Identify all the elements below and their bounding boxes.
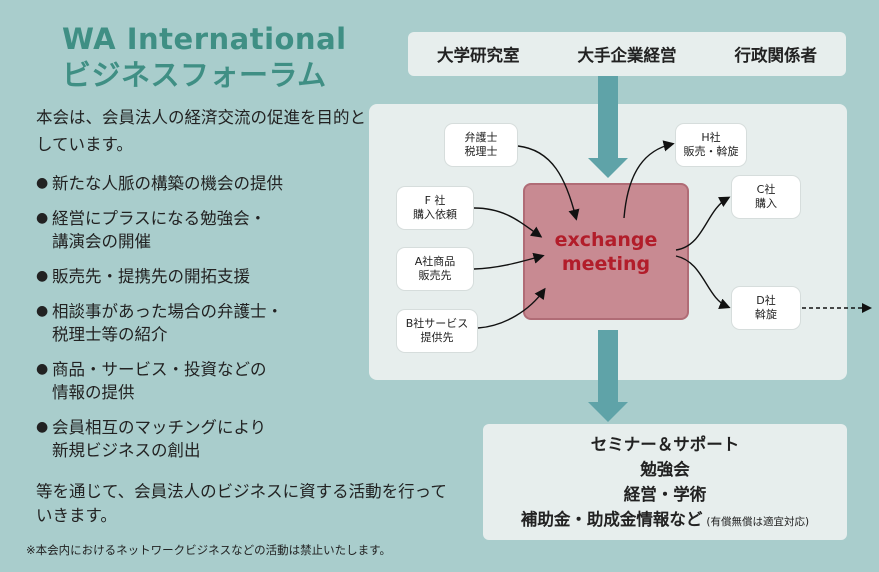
- arrow-a-to-core: [473, 252, 545, 270]
- node-label: 販売・斡旋: [683, 145, 739, 158]
- participants-box: 大学研究室 大手企業経営 行政関係者: [408, 32, 846, 76]
- node-label: 販売先: [418, 269, 452, 282]
- exchange-meeting-core: exchange meeting: [523, 183, 689, 320]
- benefit-text: 新たな人脈の構築の機会の提供: [52, 174, 283, 193]
- participant-major-company: 大手企業経営: [577, 46, 677, 65]
- benefit-list: 新たな人脈の構築の機会の提供 経営にプラスになる勉強会・ 講演会の開催 販売先・…: [36, 172, 366, 474]
- arrow-core-to-h: [623, 140, 675, 219]
- benefit-text: 相談事があった場合の弁護士・: [52, 302, 283, 321]
- closing-text: 等を通じて、会員法人のビジネスに資する活動を行っていきます。: [36, 482, 447, 525]
- node-lawyer-accountant: 弁護士 税理士: [445, 124, 517, 166]
- benefit-text: 税理士等の紹介: [52, 325, 168, 344]
- node-company-h: H社 販売・斡旋: [676, 124, 746, 166]
- title-line-2: ビジネスフォーラム: [62, 58, 327, 92]
- node-label: 購入依頼: [413, 208, 457, 221]
- result-study-group: 勉強会: [640, 460, 690, 479]
- result-subsidy-row: 補助金・助成金情報など(有償無償は適宜対応): [483, 507, 847, 535]
- results-box: セミナー＆サポート 勉強会 経営・学術 補助金・助成金情報など(有償無償は適宜対…: [483, 424, 847, 540]
- disclaimer-note: ※本会内におけるネットワークビジネスなどの活動は禁止いたします。: [26, 543, 391, 557]
- benefit-text: 講演会の開催: [52, 232, 151, 251]
- benefit-item: 会員相互のマッチングにより 新規ビジネスの創出: [36, 416, 366, 462]
- core-label: meeting: [561, 252, 651, 275]
- node-label: D社: [756, 294, 776, 307]
- arrow-d-dashed-head: [862, 303, 872, 313]
- result-seminar-support: セミナー＆サポート: [590, 435, 740, 454]
- result-fee-note: (有償無償は適宜対応): [706, 516, 810, 528]
- core-label: exchange: [554, 228, 658, 251]
- benefit-text: 情報の提供: [52, 383, 135, 402]
- benefit-item: 商品・サービス・投資などの 情報の提供: [36, 358, 366, 404]
- flow-arrow-down-top: [588, 76, 628, 178]
- node-company-f: F 社 購入依頼: [397, 187, 473, 229]
- node-label: A社商品: [414, 255, 456, 268]
- node-company-d: D社 斡旋: [732, 287, 800, 329]
- result-subsidy-info: 補助金・助成金情報など: [520, 510, 703, 529]
- node-label: 斡旋: [755, 308, 777, 321]
- benefit-item: 販売先・提携先の開拓支援: [36, 265, 366, 288]
- node-label: H社: [701, 131, 721, 144]
- benefit-item: 相談事があった場合の弁護士・ 税理士等の紹介: [36, 300, 366, 346]
- benefit-text: 会員相互のマッチングにより: [52, 418, 267, 437]
- node-company-b: B社サービス 提供先: [397, 310, 477, 352]
- result-management-academic: 経営・学術: [623, 485, 707, 504]
- benefit-text: 商品・サービス・投資などの: [52, 360, 267, 379]
- node-label: F 社: [424, 194, 446, 207]
- node-label: 提供先: [420, 331, 454, 344]
- node-label: C社: [756, 183, 776, 196]
- benefit-text: 経営にプラスになる勉強会・: [52, 209, 267, 228]
- node-label: 購入: [755, 197, 777, 210]
- title-line-1: WA International: [62, 22, 347, 56]
- benefit-item: 経営にプラスになる勉強会・ 講演会の開催: [36, 207, 366, 253]
- node-label: B社サービス: [405, 317, 469, 330]
- node-label: 税理士: [464, 145, 498, 158]
- intro-text: 本会は、会員法人の経済交流の促進を目的としています。: [36, 108, 366, 154]
- benefit-text: 販売先・提携先の開拓支援: [52, 267, 250, 286]
- arrow-b-to-core: [477, 287, 546, 329]
- node-company-c: C社 購入: [732, 176, 800, 218]
- node-company-a: A社商品 販売先: [397, 248, 473, 290]
- participant-government: 行政関係者: [734, 46, 818, 65]
- participant-university-lab: 大学研究室: [437, 46, 520, 65]
- benefit-item: 新たな人脈の構築の機会の提供: [36, 172, 366, 195]
- flow-arrow-down-bottom: [588, 330, 628, 422]
- arrow-lawyer-to-core: [517, 145, 580, 221]
- arrow-core-to-c: [675, 196, 731, 251]
- arrow-core-to-d: [675, 255, 731, 309]
- benefit-text: 新規ビジネスの創出: [52, 441, 201, 460]
- node-label: 弁護士: [464, 131, 498, 144]
- arrow-f-to-core: [473, 207, 543, 238]
